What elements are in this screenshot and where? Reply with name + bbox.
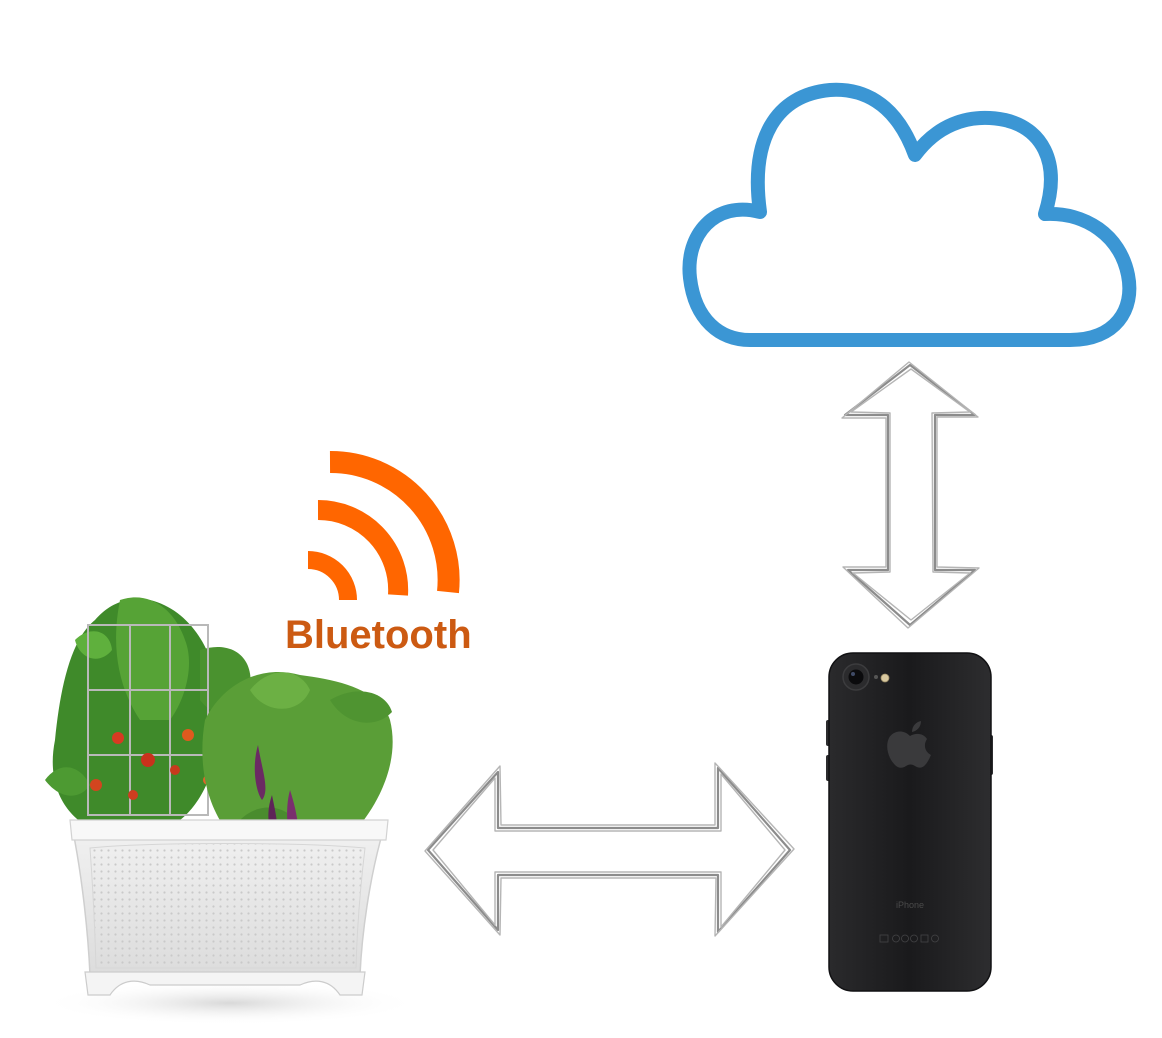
double-arrow-vertical-icon [841, 361, 980, 629]
eggplant-plant [202, 672, 393, 858]
smartphone-icon: iPhone [826, 652, 993, 992]
tomato-plant [45, 597, 251, 830]
apple-logo-icon [887, 721, 931, 768]
regulatory-marks [879, 934, 939, 943]
phone-model-label: iPhone [896, 900, 924, 910]
bluetooth-label: Bluetooth [285, 613, 472, 657]
planter-icon [40, 597, 420, 1025]
wireless-signal-icon [307, 450, 460, 601]
double-arrow-horizontal-icon [424, 762, 795, 937]
cloud-icon [682, 82, 1137, 347]
